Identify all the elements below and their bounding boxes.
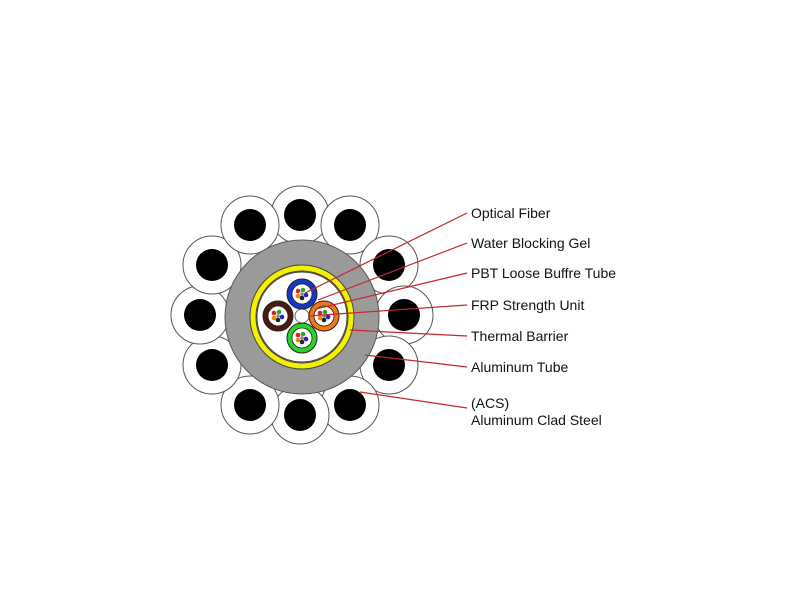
label-aluminum-tube: Aluminum Tube bbox=[471, 359, 569, 375]
acs-wire bbox=[320, 375, 380, 435]
acs-wire bbox=[220, 375, 280, 435]
label-water-blocking-gel: Water Blocking Gel bbox=[471, 235, 591, 251]
label-thermal-barrier: Thermal Barrier bbox=[471, 328, 569, 344]
loose-tube-blue bbox=[286, 278, 318, 310]
label-acs-abbrev: (ACS) bbox=[471, 395, 510, 411]
label-pbt-loose-tube: PBT Loose Buffre Tube bbox=[471, 265, 617, 281]
acs-wire bbox=[270, 185, 330, 245]
acs-wire bbox=[320, 195, 380, 255]
leader-aluminum-tube bbox=[364, 354, 468, 368]
acs-wire bbox=[374, 285, 434, 345]
acs-wire bbox=[270, 385, 330, 445]
leader-optical-fiber bbox=[304, 212, 468, 294]
acs-wire bbox=[182, 335, 242, 395]
acs-wire bbox=[220, 195, 280, 255]
fiber-bundle bbox=[271, 309, 285, 323]
label-acs-full: Aluminum Clad Steel bbox=[471, 412, 602, 428]
acs-wire bbox=[359, 235, 419, 295]
acs-wire bbox=[359, 335, 419, 395]
leader-pbt-loose-tube bbox=[315, 272, 468, 310]
acs-wire-ring bbox=[170, 185, 434, 445]
fiber-bundle bbox=[295, 331, 309, 345]
fiber-bundle bbox=[317, 309, 331, 323]
label-frp-strength-unit: FRP Strength Unit bbox=[471, 297, 585, 313]
frp-strength-unit bbox=[294, 308, 310, 324]
acs-wire bbox=[170, 285, 230, 345]
leader-lines bbox=[304, 212, 468, 409]
leader-frp-strength-unit bbox=[307, 304, 468, 317]
fiber-bundle bbox=[295, 287, 309, 301]
label-optical-fiber: Optical Fiber bbox=[471, 205, 551, 221]
acs-wire bbox=[182, 235, 242, 295]
thermal-barrier-inner-ring bbox=[255, 270, 349, 364]
leader-thermal-barrier bbox=[349, 329, 468, 337]
loose-tube-green bbox=[286, 322, 318, 354]
loose-tube-brown bbox=[262, 300, 294, 332]
leader-acs bbox=[359, 391, 468, 409]
leader-water-blocking-gel bbox=[317, 242, 468, 301]
